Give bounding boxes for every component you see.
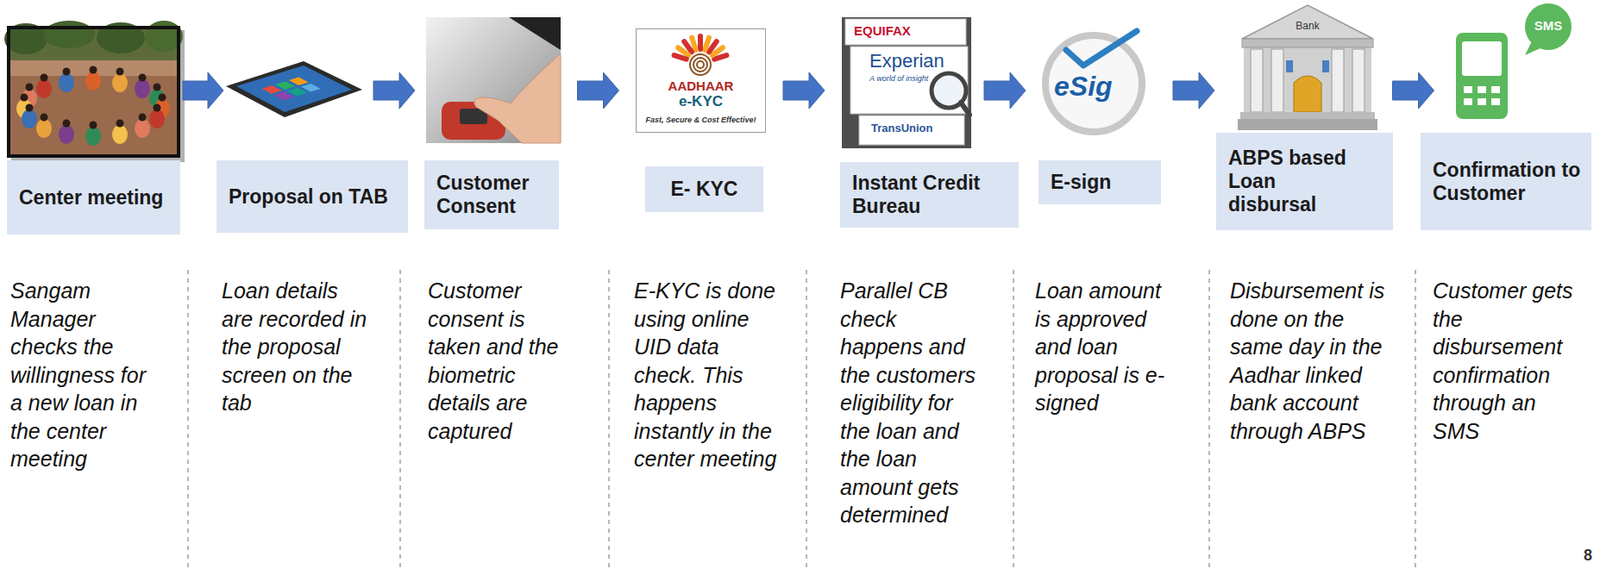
flow-arrow bbox=[1173, 72, 1215, 109]
step-box: E-signLoan amount is approved and loan p… bbox=[1038, 160, 1161, 205]
step-description: Customer gets the disbursement confirmat… bbox=[1432, 276, 1584, 446]
step-title: Proposal on TAB bbox=[228, 185, 389, 209]
flow-arrow bbox=[1392, 72, 1435, 109]
step-description: Parallel CB check happens and the custom… bbox=[840, 276, 984, 530]
fingerprint-scanner-photo bbox=[426, 17, 561, 144]
logo-text: e-KYC bbox=[635, 93, 766, 111]
step-description: Disbursement is done on the same day in … bbox=[1229, 276, 1389, 446]
logo-text: TransUnion bbox=[871, 122, 934, 136]
step-title: Instant Credit Bureau bbox=[852, 171, 1009, 219]
flow-arrow bbox=[373, 72, 415, 109]
step-title: ABPS based Loan disbursal bbox=[1228, 146, 1355, 217]
flow-arrow bbox=[783, 72, 825, 109]
logo-text: Experian bbox=[869, 50, 945, 72]
flow-arrow bbox=[182, 72, 224, 109]
step-description: Sangam Manager checks the willingness fo… bbox=[10, 276, 157, 474]
step-box: Instant Credit BureauParallel CB check h… bbox=[840, 162, 1019, 228]
step-title: Customer Consent bbox=[436, 171, 551, 219]
step-box: Center meetingSangam Manager checks the … bbox=[6, 160, 181, 235]
logo-text: SMS bbox=[1526, 18, 1570, 33]
step-box: Customer ConsentCustomer consent is take… bbox=[424, 160, 559, 230]
step-title: E- KYC bbox=[671, 177, 739, 201]
step-description: Customer consent is taken and the biomet… bbox=[427, 276, 571, 446]
step-title: E-sign bbox=[1050, 170, 1111, 195]
logo-text: 8 bbox=[1583, 546, 1593, 565]
step-box: Confirmation to CustomerCustomer gets th… bbox=[1420, 132, 1592, 231]
step-description: E-KYC is done using online UID data chec… bbox=[633, 276, 783, 474]
step-box: Proposal on TABLoan details are recorded… bbox=[216, 160, 408, 233]
step-title: Confirmation to Customer bbox=[1432, 158, 1582, 206]
logo-text: eSig bbox=[1054, 70, 1113, 103]
logo-text: Fast, Secure & Cost Effective! bbox=[635, 115, 766, 125]
flow-arrow bbox=[984, 72, 1026, 109]
meeting-photo bbox=[6, 25, 181, 158]
logo-text: A world of insight bbox=[869, 74, 929, 83]
logo-text: EQUIFAX bbox=[853, 23, 911, 38]
logo-text: Bank bbox=[1281, 20, 1334, 33]
step-description: Loan details are recorded in the proposa… bbox=[221, 276, 372, 418]
step-description: Loan amount is approved and loan proposa… bbox=[1035, 276, 1169, 418]
step-box: E- KYCE-KYC is done using online UID dat… bbox=[645, 166, 764, 213]
tablet-icon bbox=[225, 61, 363, 118]
logo-text: AADHAAR bbox=[635, 78, 766, 94]
flow-arrow bbox=[577, 72, 620, 109]
step-box: ABPS based Loan disbursalDisbursement is… bbox=[1216, 132, 1393, 231]
step-title: Center meeting bbox=[18, 186, 164, 210]
